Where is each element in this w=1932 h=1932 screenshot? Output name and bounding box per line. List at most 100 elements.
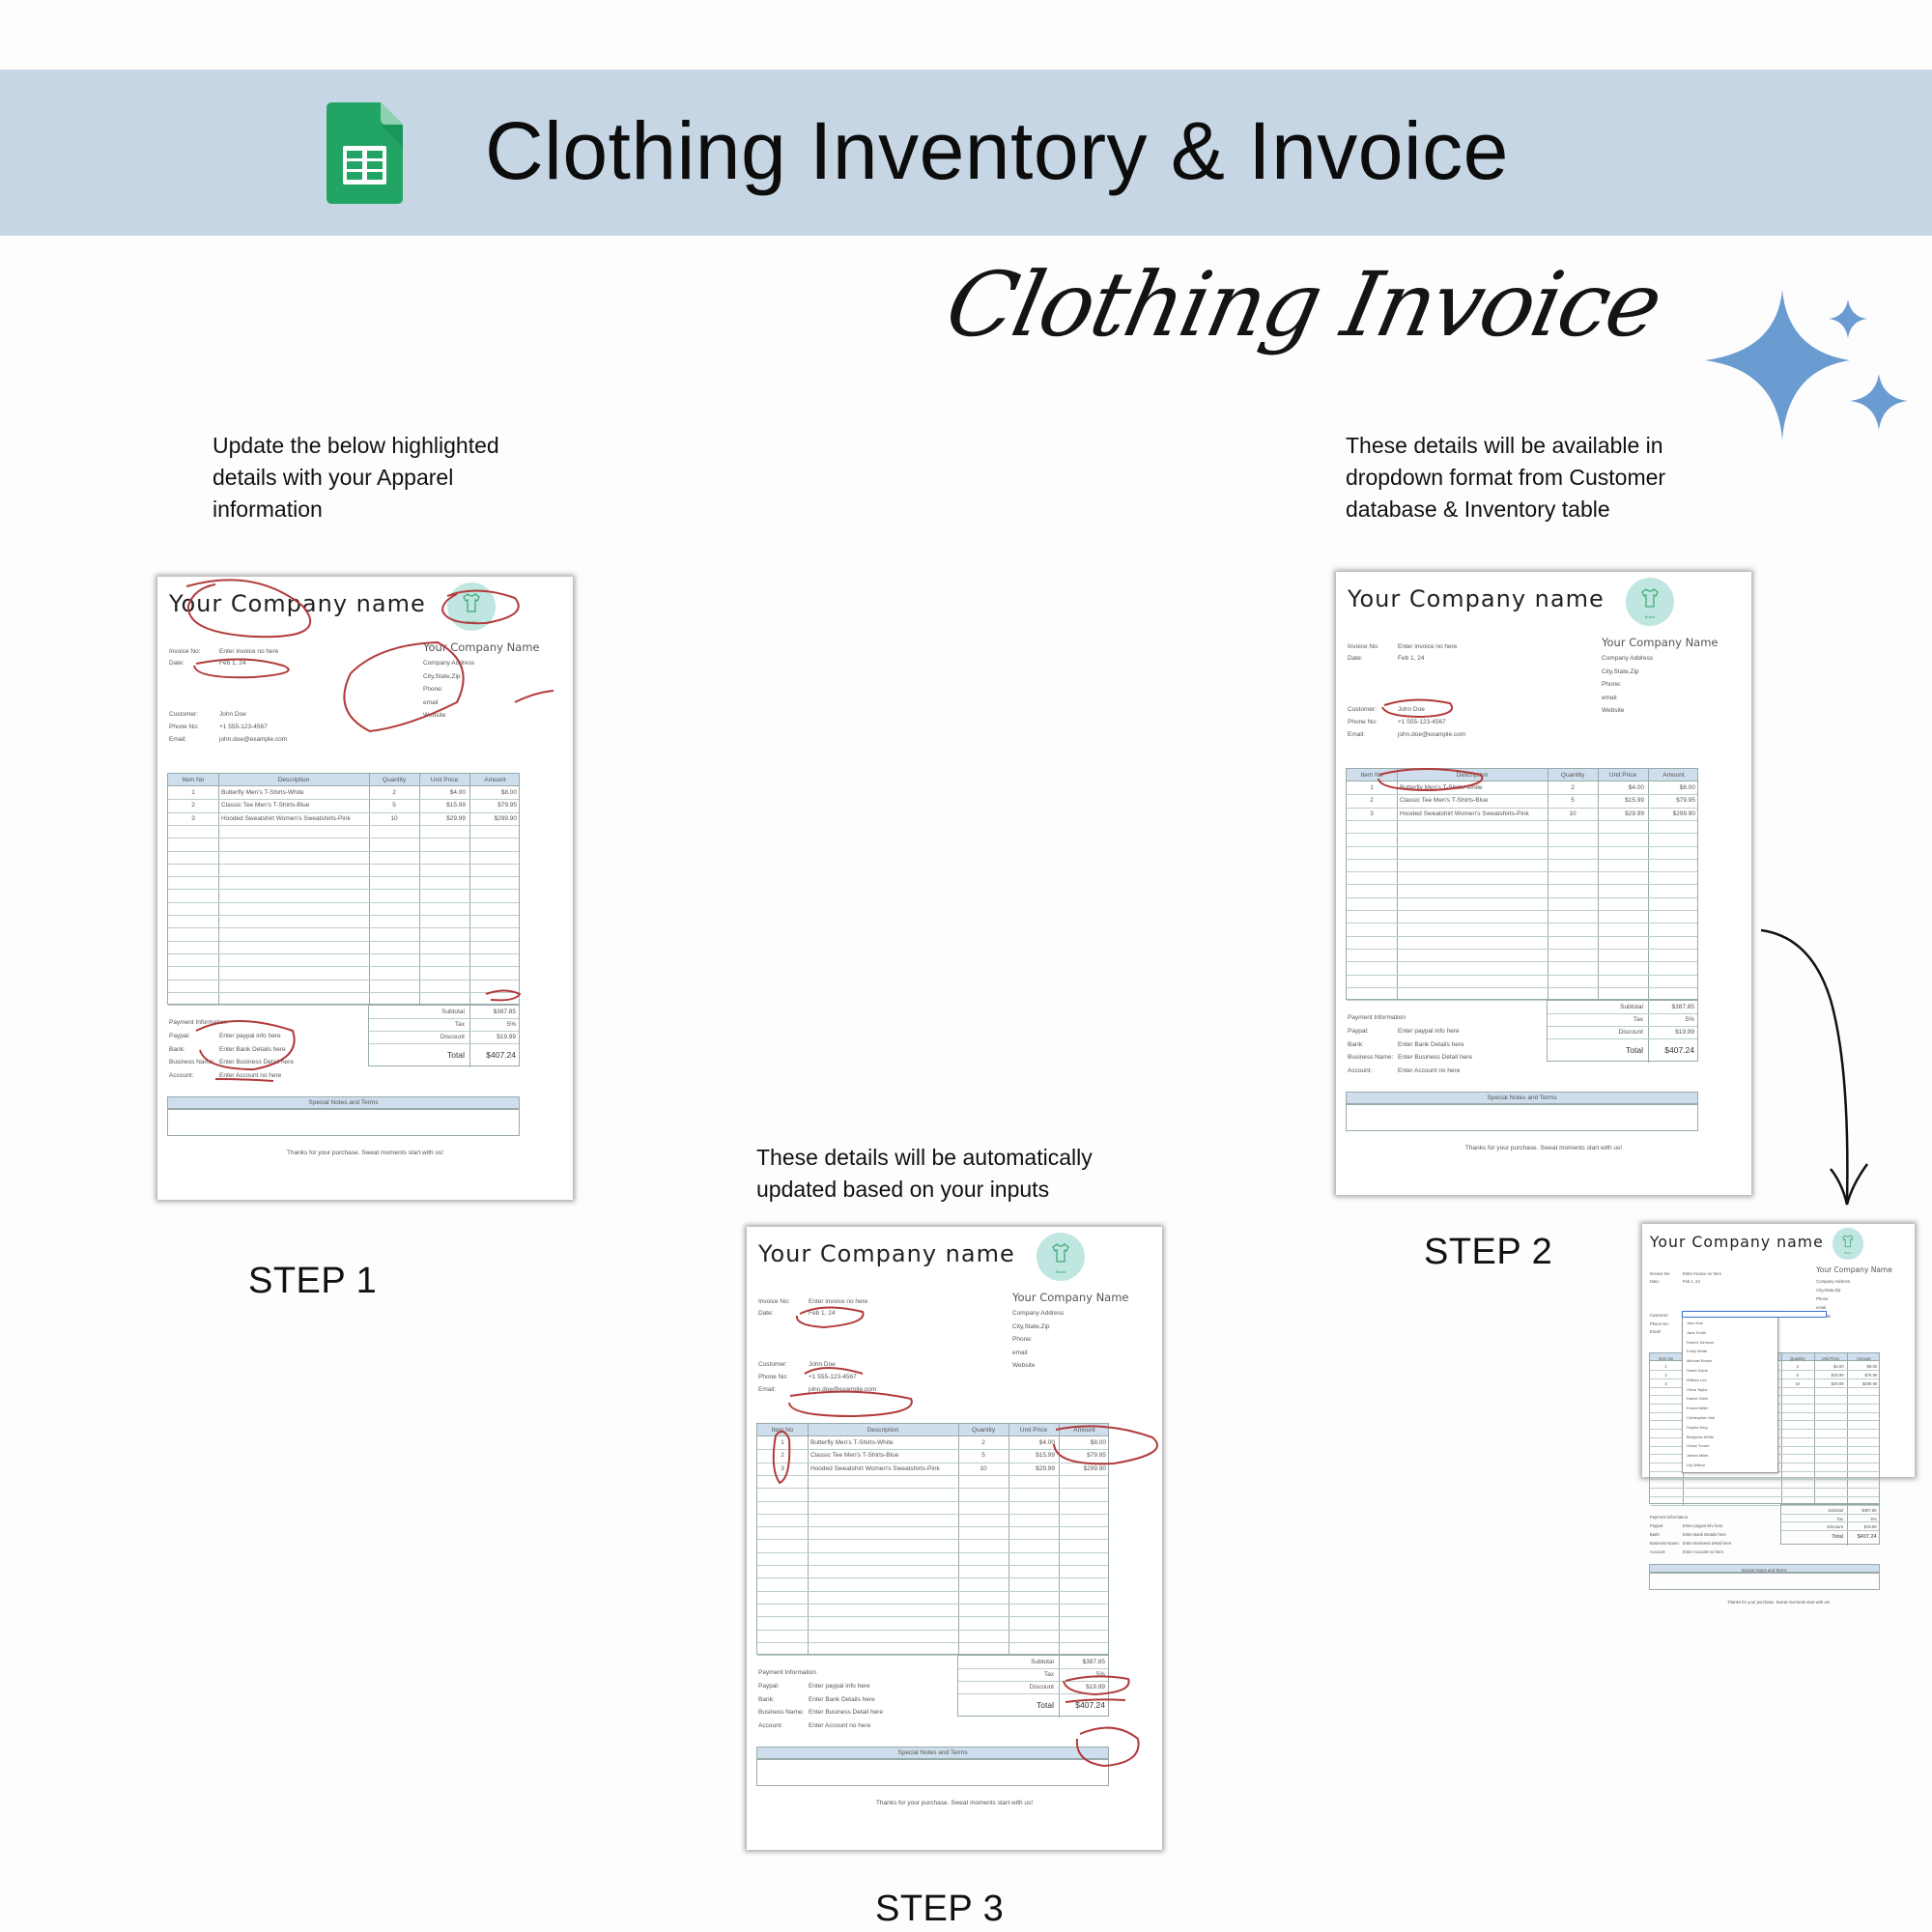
- table-row-divider: [1347, 935, 1697, 937]
- dropdown-option[interactable]: Sophia King: [1687, 1424, 1708, 1430]
- notes-title: Special Notes and Terms: [1741, 1567, 1787, 1573]
- dropdown-option[interactable]: Robert Johnson: [1687, 1339, 1715, 1345]
- field-value: Enter invoice no here: [1682, 1271, 1722, 1277]
- dropdown-option[interactable]: Daniel Clark: [1687, 1396, 1708, 1402]
- dropdown-option[interactable]: James Miller: [1687, 1453, 1709, 1459]
- field-label: Invoice No:: [169, 648, 201, 655]
- totals-row-divider: [958, 1668, 1108, 1669]
- field-value: Feb 1, 24: [809, 1310, 836, 1317]
- table-cell: 1: [1664, 1364, 1667, 1370]
- grand-total-value: $407.24: [1857, 1534, 1877, 1541]
- company-logo: Brand: [1037, 1233, 1085, 1281]
- table-row-divider: [1649, 1504, 1879, 1506]
- field-label: Date:: [169, 660, 185, 667]
- table-row-divider: [168, 901, 519, 903]
- table-cell: 10: [1795, 1380, 1801, 1386]
- field-value: Enter invoice no here: [1398, 643, 1458, 650]
- dropdown-option[interactable]: Lily Wilson: [1687, 1463, 1706, 1467]
- payment-label: Bank:: [169, 1045, 185, 1053]
- field-value: +1 555-123-4567: [1398, 719, 1446, 725]
- dropdown-option[interactable]: Michael Brown: [1687, 1358, 1713, 1364]
- field-label: Email:: [1649, 1329, 1662, 1335]
- customer-dropdown-input[interactable]: [1682, 1311, 1827, 1318]
- company-address-line: Company Address: [1816, 1279, 1850, 1285]
- totals-label: Discount: [1827, 1524, 1843, 1530]
- table-row-divider: [757, 1641, 1108, 1643]
- field-value: +1 555-123-4567: [809, 1374, 857, 1380]
- dropdown-option[interactable]: Sarah Davis: [1687, 1368, 1708, 1373]
- totals-value: 5%: [1095, 1671, 1105, 1678]
- field-value: Enter invoice no here: [219, 648, 279, 655]
- payment-info-title: Payment Information: [169, 1019, 227, 1026]
- company-address-line: email: [1602, 694, 1617, 701]
- field-label: Customer:: [758, 1361, 787, 1368]
- table-row-divider: [757, 1565, 1108, 1566]
- table-row-divider: [757, 1474, 1108, 1476]
- sparkle-icon: [1705, 290, 1908, 440]
- field-label: Phone No:: [758, 1374, 788, 1380]
- totals-label: Subtotal: [1828, 1508, 1843, 1514]
- company-address-line: email: [1816, 1304, 1827, 1310]
- dropdown-option[interactable]: Emma Miller: [1687, 1406, 1709, 1411]
- payment-info-title: Payment Information: [758, 1669, 816, 1676]
- table-row-divider: [168, 850, 519, 852]
- table-row-divider: [757, 1526, 1108, 1528]
- company-address-line: Company Address: [1012, 1310, 1065, 1317]
- table-row-divider: [168, 811, 519, 813]
- payment-value: Enter paypal info here: [809, 1683, 870, 1690]
- company-name-label: Your Company Name: [1602, 636, 1719, 649]
- company-name-heading: Your Company name: [1649, 1233, 1824, 1252]
- dropdown-option[interactable]: Christopher Hall: [1687, 1415, 1715, 1420]
- totals-label: Tax: [1633, 1016, 1643, 1023]
- dropdown-option[interactable]: Olivia Taylor: [1687, 1386, 1708, 1392]
- totals-divider: [469, 1006, 470, 1067]
- table-cell: $15.99: [1831, 1373, 1844, 1378]
- table-row-divider: [1347, 896, 1697, 898]
- dropdown-option[interactable]: John Doe: [1687, 1321, 1704, 1325]
- company-address-line: Website: [423, 712, 446, 719]
- step3-label: STEP 3: [875, 1889, 1005, 1929]
- dropdown-option[interactable]: Benjamin White: [1687, 1434, 1715, 1439]
- payment-label: Business Name:: [1348, 1054, 1394, 1061]
- table-cell: 1: [781, 1439, 784, 1446]
- payment-label: Paypal:: [1649, 1523, 1664, 1529]
- table-row-divider: [1649, 1495, 1879, 1497]
- table-row-divider: [168, 824, 519, 826]
- dropdown-option[interactable]: Grace Turner: [1687, 1443, 1710, 1449]
- table-cell: $8.00: [1090, 1439, 1106, 1446]
- table-cell: Classic Tee Men's T-Shirts-Blue: [810, 1452, 899, 1460]
- table-row-divider: [757, 1655, 1108, 1657]
- dropdown-option[interactable]: Jane Smith: [1687, 1329, 1707, 1335]
- table-cell: $15.99: [446, 802, 466, 810]
- company-address-line: City,State,Zip: [1602, 668, 1639, 675]
- table-cell: $299.90: [494, 814, 518, 822]
- table-row-divider: [1649, 1488, 1879, 1490]
- totals-label: Tax: [1836, 1516, 1843, 1521]
- table-header-row: [757, 1424, 1108, 1436]
- table-cell: Hooded Sweatshirt Women's Sweatshirts-Pi…: [221, 814, 351, 822]
- dropdown-option[interactable]: Emily White: [1687, 1349, 1708, 1354]
- step2-label: STEP 2: [1424, 1232, 1553, 1272]
- table-cell: $15.99: [1625, 797, 1644, 805]
- step1-caption: Update the below highlighted details wit…: [213, 433, 499, 522]
- payment-value: Enter Bank Details here: [219, 1045, 286, 1053]
- field-label: Customer:: [169, 711, 198, 718]
- field-value: Feb 1, 24: [219, 660, 246, 667]
- grand-total-label: Total: [1626, 1045, 1643, 1055]
- company-name-label: Your Company Name: [1012, 1291, 1129, 1304]
- field-value: john.doe@example.com: [219, 736, 288, 743]
- table-cell: $8.00: [500, 789, 517, 796]
- table-row-divider: [168, 966, 519, 968]
- table-row-divider: [1347, 845, 1697, 847]
- totals-value: $387.85: [493, 1009, 517, 1015]
- company-address-line: City,State,Zip: [1012, 1322, 1050, 1330]
- table-cell: 2: [981, 1439, 985, 1446]
- payment-label: Business Name:: [758, 1709, 805, 1716]
- dropdown-option[interactable]: William Lee: [1687, 1377, 1707, 1382]
- step3-caption: These details will be automatically upda…: [756, 1145, 1093, 1202]
- company-logo: Brand: [447, 582, 496, 631]
